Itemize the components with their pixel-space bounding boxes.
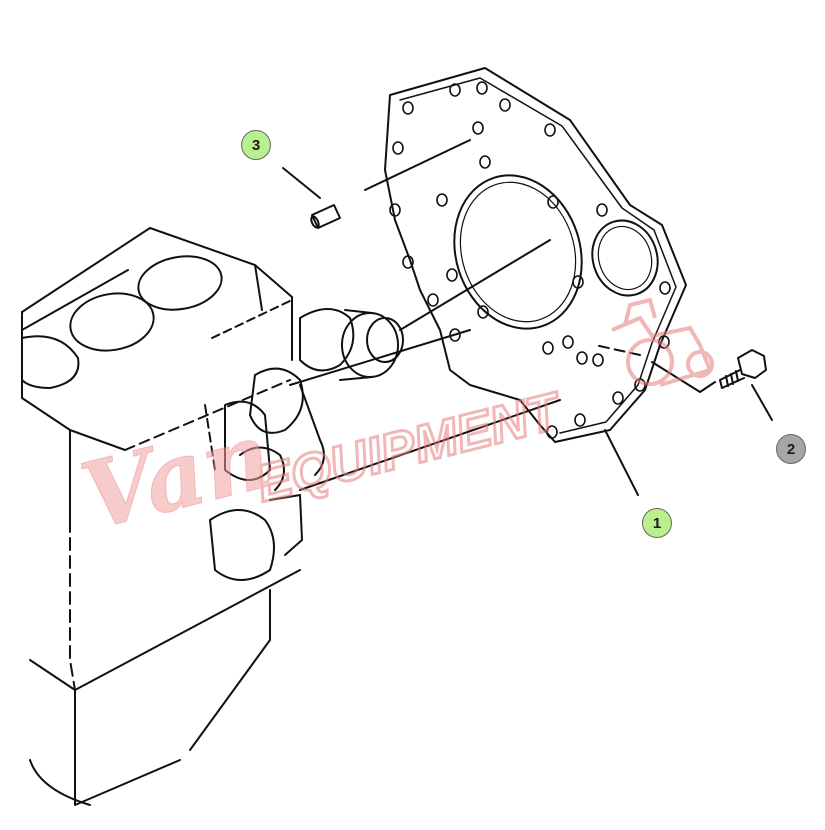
tractor-icon xyxy=(611,297,714,387)
callout-1-leader xyxy=(604,429,639,496)
callout-2[interactable]: 2 xyxy=(776,434,806,464)
callout-1[interactable]: 1 xyxy=(642,508,672,538)
watermark-script: Van xyxy=(71,401,281,552)
callout-2-label: 2 xyxy=(786,440,796,458)
flywheel-housing-plate xyxy=(384,67,687,443)
callout-3[interactable]: 3 xyxy=(241,130,271,160)
callout-1-label: 1 xyxy=(652,514,662,532)
engine-block xyxy=(21,227,561,806)
dowel-pin xyxy=(282,139,471,229)
watermark: Van EQUIPMENT xyxy=(71,297,714,552)
watermark-block: EQUIPMENT xyxy=(251,382,569,514)
bolt xyxy=(594,344,773,421)
callout-3-label: 3 xyxy=(251,136,261,154)
